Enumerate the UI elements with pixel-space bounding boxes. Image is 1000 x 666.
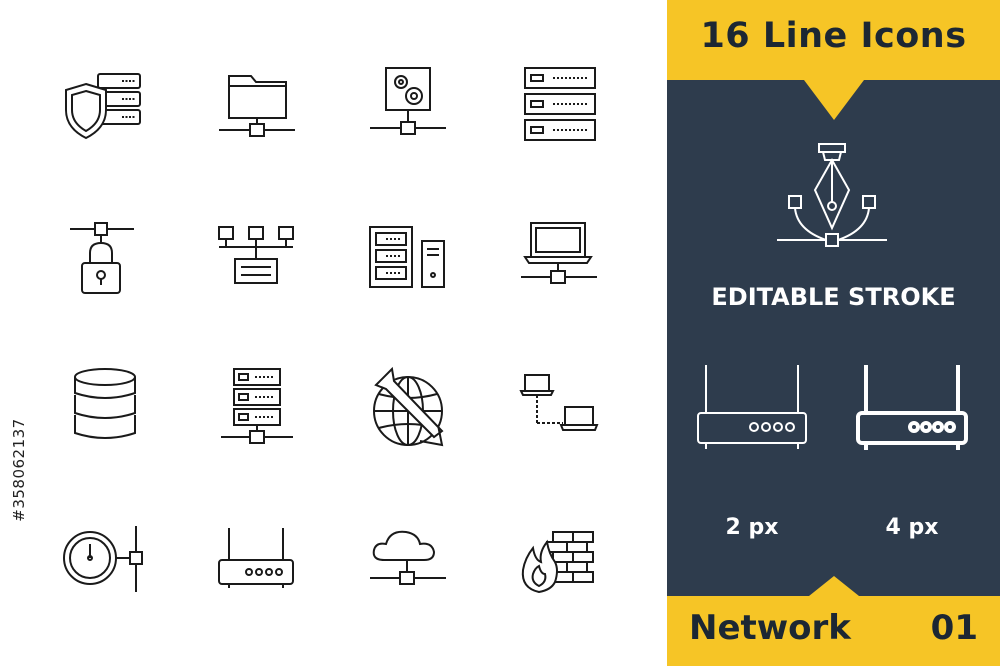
firewall-icon (503, 508, 613, 618)
global-transfer-icon (352, 355, 462, 465)
shared-folder-icon (201, 52, 311, 162)
series-number: 01 (930, 608, 978, 648)
pen-tool-icon (767, 130, 897, 260)
shield-server-icon (50, 52, 160, 162)
series-name: Network (689, 608, 851, 648)
router-icon (201, 508, 311, 618)
network-speed-gauge-icon (50, 508, 160, 618)
network-lock-icon (50, 205, 160, 315)
cloud-network-icon (352, 508, 462, 618)
database-icon (50, 355, 160, 465)
router-thick-stroke-icon (852, 355, 972, 465)
header-bar: 16 Line Icons (667, 0, 1000, 80)
footer-notch (809, 576, 859, 596)
editable-stroke-label: EDITABLE STROKE (711, 283, 956, 311)
network-laptop-icon (503, 205, 613, 315)
header-title: 16 Line Icons (700, 16, 967, 56)
stroke-option-4px: 4 px (885, 515, 939, 540)
header-notch (804, 80, 864, 120)
connected-laptops-icon (503, 355, 613, 465)
network-server-icon (201, 355, 311, 465)
footer-bar: Network 01 (667, 596, 1000, 666)
server-settings-icon (352, 52, 462, 162)
network-topology-icon (201, 205, 311, 315)
router-thin-stroke-icon (692, 355, 812, 465)
stock-id: #358062137 (10, 418, 28, 522)
info-panel: 16 Line Icons EDITABLE STROKE (667, 0, 1000, 666)
icon-grid: #358062137 (10, 0, 667, 666)
stroke-option-2px: 2 px (725, 515, 779, 540)
server-computer-icon (352, 205, 462, 315)
server-rack-icon (503, 52, 613, 162)
